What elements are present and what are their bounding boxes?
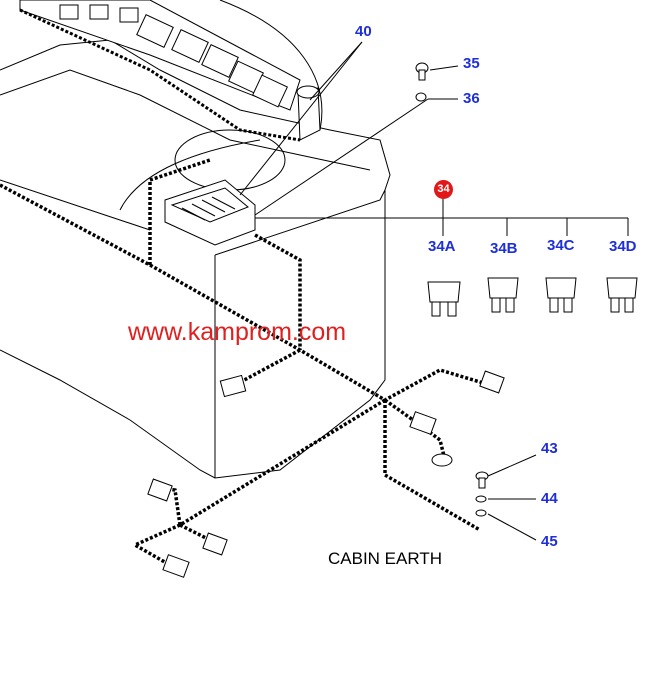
console-arc [219, 0, 323, 131]
cabin-earth-caption: CABIN EARTH [328, 549, 442, 568]
washer-36 [415, 92, 427, 102]
fuse-box [164, 179, 256, 246]
callout-34d: 34D [609, 238, 637, 255]
callout-44: 44 [541, 490, 558, 507]
bolt-43 [475, 471, 489, 489]
fuse-34b-shape [487, 277, 519, 313]
fuse-34c-shape [545, 277, 577, 313]
fuses [427, 277, 638, 317]
wire-harness [0, 158, 491, 567]
nut-45 [475, 509, 487, 517]
callout-35: 35 [463, 55, 480, 72]
callout-45: 45 [541, 533, 558, 550]
watermark-text: www.kamprom.com [128, 318, 347, 346]
washer-44 [475, 495, 487, 503]
fuse-34d-shape [606, 277, 638, 313]
connectors [147, 370, 505, 578]
hardware [415, 62, 489, 517]
switch-panel [19, 0, 301, 111]
leader-lines [239, 41, 629, 541]
callout-34c: 34C [547, 237, 575, 254]
fuse-34a-shape [427, 281, 461, 317]
console-outline [0, 39, 391, 479]
console-curve [0, 179, 151, 231]
console-inner-edge [214, 189, 386, 256]
bolt-35 [415, 62, 429, 81]
callout-36: 36 [463, 90, 480, 107]
switch-panel-harness [19, 8, 301, 142]
console-top-edge [0, 69, 371, 171]
callout-34b: 34B [490, 240, 518, 257]
callout-40: 40 [355, 23, 372, 40]
part-40-socket [296, 85, 321, 141]
callout-34-badge: 34 [434, 180, 453, 199]
callout-43: 43 [541, 440, 558, 457]
callout-34a: 34A [428, 238, 456, 255]
